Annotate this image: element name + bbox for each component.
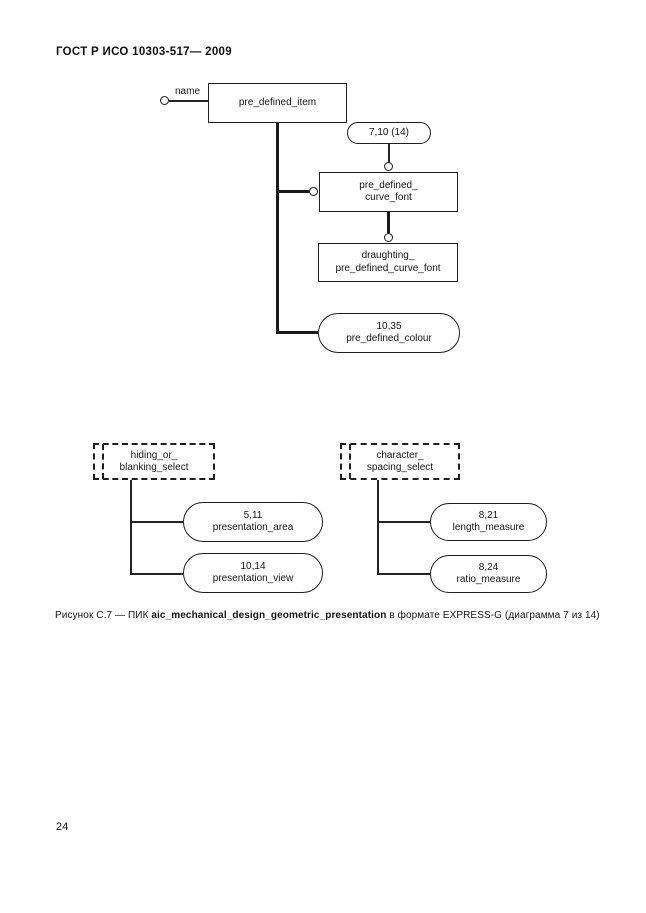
entity-draughting-line1: draughting_ (361, 250, 415, 261)
select-character-spacing: character_ spacing_select (340, 443, 460, 480)
attribute-line (169, 100, 208, 102)
page-ref-ratio-measure-line1: 8,24 (478, 561, 499, 573)
figure-caption-prefix: Рисунок С.7 — ПИК (55, 610, 152, 621)
attribute-end-circle (160, 96, 169, 105)
subtype-branch-curve-font (276, 190, 309, 193)
entity-pre-defined-item: pre_defined_item (208, 83, 347, 123)
branch-presentation-view (130, 573, 183, 575)
page-ref-7-10-label: 7,10 (14) (368, 126, 410, 138)
page-ref-presentation-view-line2: presentation_view (212, 573, 294, 584)
subtype-branch-colour (276, 331, 318, 334)
character-select-trunk-line (377, 480, 379, 574)
entity-draughting-pre-defined-curve-font: draughting_ pre_defined_curve_font (318, 243, 458, 282)
branch-ratio-measure (377, 573, 430, 575)
entity-pre-defined-curve-font-line2: curve_font (365, 192, 412, 203)
page-ref-presentation-view-line1: 10,14 (240, 560, 266, 572)
select-type-inner-bar (102, 444, 104, 479)
document-header: ГОСТ Р ИСО 10303-517— 2009 (56, 46, 232, 58)
page-ref-presentation-area-line1: 5,11 (243, 509, 263, 521)
page-ref-pre-defined-colour: 10,35 pre_defined_colour (318, 313, 460, 353)
page-ref-length-measure-line1: 8,21 (478, 509, 499, 521)
figure-caption-suffix: в формате EXPRESS-G (диаграмма 7 из 14) (386, 610, 600, 621)
entity-pre-defined-curve-font-line1: pre_defined_ (359, 179, 418, 191)
draughting-top-circle (384, 233, 393, 242)
page-ref-ratio-measure-line2: ratio_measure (456, 574, 521, 585)
select-character-line1: character_ (376, 449, 424, 461)
attribute-label: name (175, 86, 201, 97)
page-ref-presentation-view: 10,14 presentation_view (183, 553, 323, 593)
select-hiding-line1: hiding_or_ (130, 449, 178, 461)
entity-draughting-line2: pre_defined_curve_font (335, 262, 441, 274)
figure-caption: Рисунок С.7 — ПИК aic_mechanical_design_… (55, 610, 600, 621)
page-ref-ratio-measure: 8,24 ratio_measure (430, 555, 547, 593)
branch-length-measure (377, 521, 430, 523)
subtype-trunk-line (276, 123, 279, 334)
page-ref-length-measure: 8,21 length_measure (430, 503, 547, 541)
page-ref-7-10: 7,10 (14) (347, 122, 431, 144)
page-ref-presentation-area-line2: presentation_area (212, 522, 294, 533)
page-ref-length-measure-line2: length_measure (452, 522, 525, 533)
select-character-line2: spacing_select (366, 461, 434, 473)
page-number: 24 (56, 821, 69, 833)
subtype-line-draughting (387, 212, 390, 233)
select-type-inner-bar (349, 444, 351, 479)
branch-presentation-area (130, 521, 183, 523)
page-ref-presentation-area: 5,11 presentation_area (183, 502, 323, 542)
select-hiding-line2: blanking_select (119, 461, 189, 473)
ref-connector-line (388, 144, 390, 163)
entity-pre-defined-curve-font: pre_defined_ curve_font (319, 172, 458, 212)
entity-pre-defined-item-label: pre_defined_item (238, 96, 317, 108)
curve-font-top-circle (384, 162, 393, 171)
figure-caption-entity-name: aic_mechanical_design_geometric_presenta… (151, 610, 387, 621)
hiding-select-trunk-line (130, 480, 132, 574)
curve-font-left-circle (309, 187, 318, 196)
page-ref-colour-line2: pre_defined_colour (346, 333, 432, 344)
page-ref-colour-line1: 10,35 (376, 320, 402, 332)
select-hiding-or-blanking: hiding_or_ blanking_select (93, 443, 215, 480)
